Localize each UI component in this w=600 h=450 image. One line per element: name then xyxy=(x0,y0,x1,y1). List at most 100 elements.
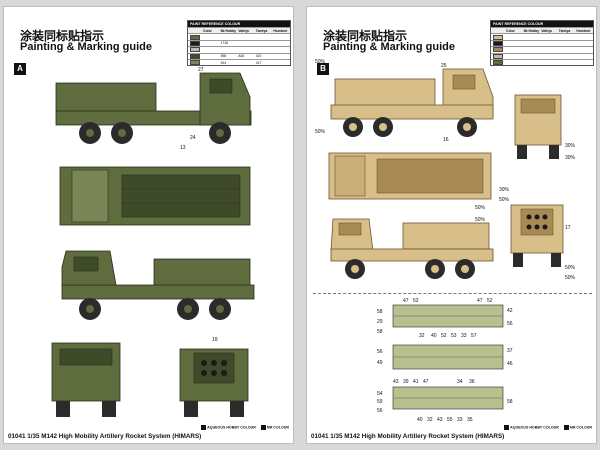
paint-reference-row xyxy=(491,39,593,46)
ref-col-humbrol: Humbrol xyxy=(273,28,288,33)
brand-legend: AQUEOUS HOBBY COLOUR MR COLOUR xyxy=(201,425,289,430)
top-view-tan xyxy=(328,152,492,200)
chassis-frame xyxy=(330,248,494,262)
top-launcher xyxy=(121,174,241,218)
callout-label: 25 xyxy=(441,63,447,69)
scheme-letter-badge: B xyxy=(317,63,329,75)
color-swatch xyxy=(493,40,503,46)
pod-callout-label: 56 xyxy=(377,408,383,414)
wheel-icon xyxy=(102,401,116,417)
cab-window xyxy=(338,222,362,236)
ref-col-color: Color xyxy=(203,28,212,33)
wheel-icon xyxy=(56,401,70,417)
tan-scheme-drawings: 25 16 30% 30% 50% 50% xyxy=(315,59,576,423)
paint-reference-row: 1716 xyxy=(188,39,290,46)
wheel-icon xyxy=(517,145,527,159)
side-view-lower xyxy=(61,250,255,320)
side-view-tan-lower: 50% 50% 50% 50% xyxy=(315,59,494,279)
pod-callout-label: 47 xyxy=(477,298,483,304)
color-swatch xyxy=(493,47,503,53)
brand-aqueous: AQUEOUS HOBBY COLOUR xyxy=(201,425,256,430)
color-swatch xyxy=(190,40,200,46)
top-view xyxy=(59,166,251,226)
pod-callout-label: 43 xyxy=(437,417,443,423)
pod-callout-label: 49 xyxy=(377,360,383,366)
pod-callout-label: 56 xyxy=(507,321,513,327)
pod-callout-label: 56 xyxy=(377,349,383,355)
color-swatch xyxy=(190,60,200,66)
pod-callout-label: 59 xyxy=(377,399,383,405)
pct-label: 50% xyxy=(499,197,510,203)
brand-mr-colour: MR COLOUR xyxy=(563,425,592,430)
page-title-chinese: 涂装同标贴指示 xyxy=(20,29,105,43)
front-view xyxy=(51,342,121,417)
pod-callout-label: 35 xyxy=(467,417,473,423)
paint-reference-title: PAINT REFERENCE COLOUR xyxy=(491,21,593,27)
pod-callout-label: 55 xyxy=(447,417,453,423)
ref-col-tamiya: Tamiya xyxy=(255,28,268,33)
wheel-icon xyxy=(184,401,198,417)
pod-detail-top xyxy=(392,304,504,328)
cab-window xyxy=(73,256,99,272)
scheme-letter-badge: A xyxy=(14,63,26,75)
cab-window xyxy=(452,74,476,90)
pod-callout-label: 47 xyxy=(423,379,429,385)
paint-reference-row xyxy=(491,33,593,40)
paint-reference-table: PAINT REFERENCE COLOUR Color Mr.Hobby Va… xyxy=(490,20,594,67)
paint-reference-row xyxy=(188,46,290,53)
top-cab xyxy=(71,169,109,223)
pct-label: 50% xyxy=(565,265,576,271)
rear-launcher-face xyxy=(193,352,235,384)
pod-callout-label: 40 xyxy=(417,417,423,423)
side-view-upper: 27 24 13 xyxy=(55,67,252,151)
wheel-icon xyxy=(551,253,561,267)
color-swatch xyxy=(493,34,503,40)
page-title: Painting & Marking guide xyxy=(323,41,456,53)
page-left-sheet: 涂装同标贴指示 Painting & Marking guide A PAINT… xyxy=(3,6,294,444)
pct-label: 50% xyxy=(475,205,486,211)
callout-label: 17 xyxy=(565,225,571,231)
wheel-icon xyxy=(230,401,244,417)
color-swatch xyxy=(190,47,200,53)
pod-callout-label: 33 xyxy=(457,417,463,423)
pod-callout-label: 58 xyxy=(377,309,383,315)
launcher-pod xyxy=(402,222,490,250)
launcher-pod xyxy=(334,78,436,108)
pod-callout-label: 53 xyxy=(451,333,457,339)
rear-view-tan: 17 50% 50% 50% 30% xyxy=(499,187,576,281)
callout-label: 24 xyxy=(190,135,196,141)
pod-callout-label: 36 xyxy=(469,379,475,385)
launcher-pod xyxy=(55,82,157,114)
brand-aqueous: AQUEOUS HOBBY COLOUR xyxy=(504,425,559,430)
pod-callout-label: 37 xyxy=(507,348,513,354)
side-view-tan: 25 16 xyxy=(330,63,494,143)
top-cab xyxy=(334,155,366,197)
chassis-frame xyxy=(330,104,494,120)
paint-reference-row xyxy=(491,58,593,66)
page-title: Painting & Marking guide xyxy=(20,41,153,53)
pod-callout-label: 41 xyxy=(413,379,419,385)
front-view-tan: 30% 30% xyxy=(514,94,576,161)
ref-col-mrhobby: Mr.Hobby xyxy=(220,28,237,33)
pod-callout-label: 46 xyxy=(507,361,513,367)
windshield xyxy=(59,348,113,366)
wheel-icon xyxy=(549,145,559,159)
pod-callout-label: 52 xyxy=(487,298,493,304)
pod-callout-label: 39 xyxy=(403,379,409,385)
pod-callout-label: 54 xyxy=(377,391,383,397)
pod-callout-label: 33 xyxy=(461,333,467,339)
pod-detail-mid xyxy=(392,344,504,370)
page-footer: 01041 1/35 M142 High Mobility Artillery … xyxy=(311,433,505,440)
pod-detail-bottom xyxy=(392,386,504,410)
color-swatch xyxy=(493,53,503,59)
paint-reference-header: Color Mr.Hobby Vallejo Tamiya Humbrol xyxy=(491,27,593,34)
pod-callout-label: 58 xyxy=(377,329,383,335)
pod-callout-label: 34 xyxy=(457,379,463,385)
pod-labels-mid: 56 37 49 46 xyxy=(377,348,513,367)
pod-callout-label: 40 xyxy=(431,333,437,339)
pod-callout-label: 52 xyxy=(413,298,419,304)
color-swatch xyxy=(190,53,200,59)
